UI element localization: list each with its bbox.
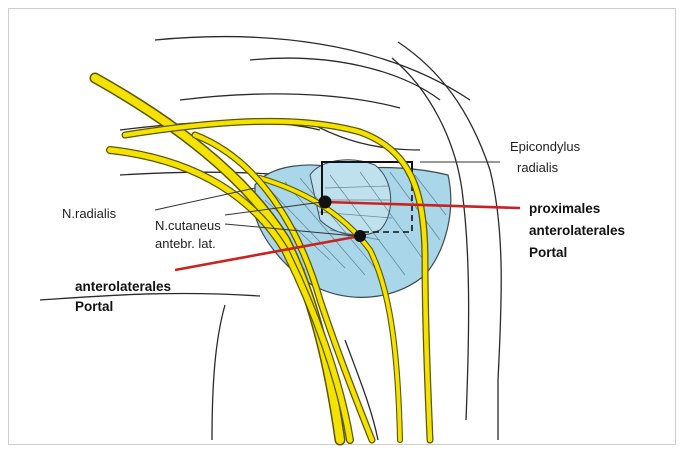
label-anterolaterales-proximal: anterolaterales	[529, 222, 625, 240]
label-antebr-lat: antebr. lat.	[155, 236, 216, 252]
label-anterolaterales: anterolaterales	[75, 278, 171, 296]
label-epicondylus: Epicondylus	[510, 139, 580, 155]
label-portal: Portal	[75, 298, 113, 316]
label-n-cutaneus: N.cutaneus	[155, 218, 221, 234]
label-n-radialis: N.radialis	[62, 206, 116, 222]
label-epicondylus-radialis: radialis	[517, 160, 558, 176]
proximal-portal-marker	[319, 196, 332, 209]
label-portal-proximal: Portal	[529, 244, 567, 262]
anterolateral-portal-marker	[354, 230, 366, 242]
label-proximales: proximales	[529, 200, 600, 218]
